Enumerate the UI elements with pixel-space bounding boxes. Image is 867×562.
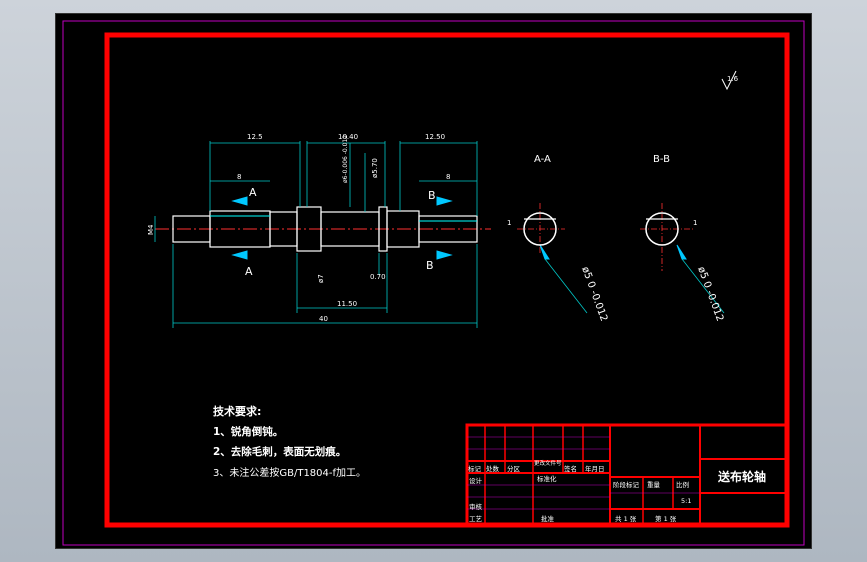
cad-viewport[interactable]: 1.6 <box>55 13 812 549</box>
sheet-boundary <box>62 20 805 546</box>
tb-scale-value: 5:1 <box>681 497 691 505</box>
dim-gap: 0.70 <box>370 273 386 281</box>
dim-right-inner: 8 <box>446 173 450 181</box>
tb-change-doc: 更改文件号 <box>534 459 562 467</box>
dim-overall: 40 <box>319 315 328 323</box>
section-letter-a-top: A <box>249 186 257 199</box>
tb-sign: 签名 <box>564 464 577 473</box>
tb-count: 处数 <box>486 464 500 473</box>
tb-date: 年月日 <box>585 464 605 473</box>
tb-weight-label: 重量 <box>647 481 661 489</box>
section-letter-b-bottom: B <box>426 259 434 272</box>
tb-mark: 标记 <box>468 464 482 473</box>
section-letter-a-bottom: A <box>245 265 253 278</box>
part-name: 送布轮轴 <box>718 470 767 484</box>
tech-requirements: 技术要求: 1、锐角倒钝。 2、去除毛刺，表面无划痕。 3、未注公差按GB/T1… <box>213 403 366 484</box>
tech-req-title: 技术要求: <box>213 405 262 418</box>
section-view-b: ø5 0 -0.012 1 <box>640 203 725 323</box>
dim-left-inner: 8 <box>237 173 241 181</box>
tb-design: 设计 <box>469 476 483 485</box>
shaft-body <box>172 206 478 252</box>
tb-sheets: 共 1 张 <box>615 514 637 523</box>
roughness-value: 1.6 <box>727 75 739 83</box>
tb-scale-label: 比例 <box>676 480 689 489</box>
section-title-b: B-B <box>653 154 670 165</box>
section-b-dia: ø5 0 -0.012 <box>695 265 725 323</box>
tb-process: 工艺 <box>469 515 483 523</box>
roughness-symbol: 1.6 <box>721 70 739 91</box>
section-title-a: A-A <box>534 154 551 165</box>
dim-top-left: 12.5 <box>247 133 263 141</box>
section-arrows <box>231 196 687 260</box>
tb-approve: 批准 <box>541 514 555 523</box>
dim-bottom-mid: 11.50 <box>337 300 357 308</box>
dim-dia-b: ø5.70 <box>371 158 379 178</box>
tech-req-item-3: 3、未注公差按GB/T1804-f加工。 <box>213 468 367 479</box>
dim-left-dia: M4 <box>147 224 155 235</box>
tb-zone: 分区 <box>507 464 521 473</box>
dim-tol-a: ø6-0.006 -0.012 <box>342 135 349 183</box>
drawing-canvas: 1.6 <box>62 20 805 546</box>
drawing-frame <box>104 32 790 528</box>
dim-top-mid: 10.40 <box>338 133 358 141</box>
tb-review: 审核 <box>469 502 483 511</box>
tech-req-item-1: 1、锐角倒钝。 <box>213 426 284 438</box>
tb-stage-label: 阶段标记 <box>613 480 640 489</box>
tb-standard: 标准化 <box>537 474 557 483</box>
section-a-flat: 1 <box>507 219 511 227</box>
section-view-a: ø5 0 -0.012 1 <box>507 203 609 323</box>
title-block: 标记 处数 分区 更改文件号 签名 年月日 设计 标准化 审核 工艺 批准 阶段… <box>465 423 789 527</box>
section-a-dia: ø5 0 -0.012 <box>579 265 609 323</box>
dimension-lines <box>154 141 478 328</box>
tech-req-item-2: 2、去除毛刺，表面无划痕。 <box>213 446 347 458</box>
dim-top-right: 12.50 <box>425 133 445 141</box>
tb-sheet-no: 第 1 张 <box>655 514 677 523</box>
section-letter-b-top: B <box>428 189 436 202</box>
section-b-flat: 1 <box>693 219 697 227</box>
dim-dia-c: ø7 <box>317 274 325 283</box>
